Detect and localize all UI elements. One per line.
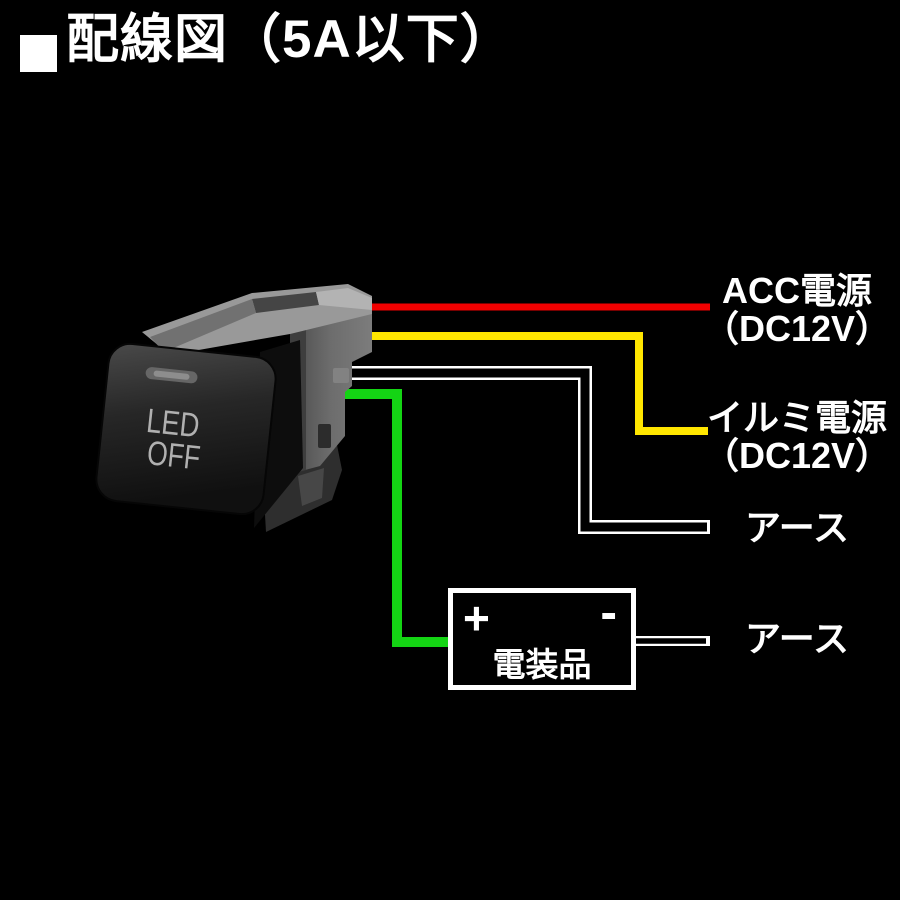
label-ground-device: アース — [698, 620, 896, 658]
switch-connector-slot — [318, 424, 331, 448]
switch-housing-top-notch — [252, 292, 319, 313]
device-plus-terminal: + — [463, 592, 490, 644]
switch-photo: LED OFF — [95, 284, 372, 532]
title-square-icon — [20, 35, 57, 72]
switch-button-label-line1: LED — [145, 402, 202, 445]
label-acc-power: ACC電源 （DC12V） — [698, 272, 896, 348]
label-illumination-power-line2: （DC12V） — [702, 435, 892, 476]
device-box-label: 電装品 — [492, 646, 592, 683]
switch-housing-top-highlight — [316, 288, 372, 310]
label-acc-power-line1: ACC電源 — [722, 270, 872, 311]
wire-ground-switch-core — [348, 368, 707, 532]
page-title: 配線図（5A以下） — [20, 12, 514, 72]
label-ground-switch: アース — [698, 509, 896, 547]
label-illumination-power: イルミ電源 （DC12V） — [698, 399, 896, 475]
switch-button: LED OFF — [95, 342, 277, 516]
wire-ground-switch-outline — [348, 366, 710, 534]
switch-housing-lower-tab — [298, 468, 324, 506]
label-acc-power-line2: （DC12V） — [702, 308, 892, 349]
wire-ground-switch — [348, 366, 710, 534]
label-ground-switch-text: アース — [744, 507, 850, 548]
page-title-text: 配線図（5A以下） — [66, 10, 514, 69]
wire-illumination-power — [350, 332, 708, 435]
switch-button-label-line2: OFF — [145, 434, 202, 477]
switch-connector-body — [290, 296, 372, 474]
device-minus-terminal: - — [600, 584, 617, 640]
label-ground-device-text: アース — [744, 618, 850, 659]
wire-device-positive — [345, 389, 448, 647]
switch-housing-top-shade — [150, 299, 256, 352]
device-box: + - 電装品 — [448, 584, 636, 690]
switch-button-face — [95, 342, 277, 516]
switch-indicator-glow — [153, 370, 190, 380]
label-illumination-power-line1: イルミ電源 — [706, 397, 887, 438]
switch-connector-clip — [333, 368, 349, 383]
